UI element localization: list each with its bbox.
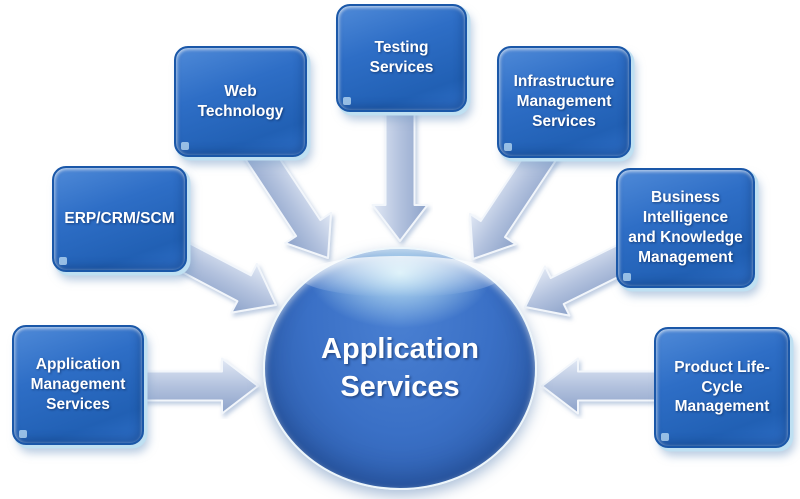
- node-label: Product Life-Cycle Management: [674, 358, 770, 416]
- node-application-management-services: Application Management Services: [12, 325, 144, 445]
- arrow-product-life-cycle-management: [541, 357, 667, 415]
- node-business-intelligence-and-knowledge-management: Business Intelligence and Knowledge Mana…: [616, 168, 755, 288]
- hub-label: Application Services: [321, 332, 479, 403]
- node-label: ERP/CRM/SCM: [64, 210, 175, 228]
- node-web-technology: Web Technology: [174, 46, 307, 157]
- node-label: Business Intelligence and Knowledge Mana…: [628, 189, 743, 266]
- node-label: Testing Services: [369, 39, 434, 76]
- node-testing-services: Testing Services: [336, 4, 467, 112]
- arrow-application-management-services: [137, 357, 259, 415]
- node-label: Infrastructure Management Services: [513, 73, 615, 130]
- node-label: Web Technology: [197, 82, 284, 120]
- arrow-infrastructure-management-services: [469, 137, 562, 260]
- node-label: Application Management Services: [30, 356, 126, 413]
- node-product-life-cycle-management: Product Life-Cycle Management: [654, 327, 790, 448]
- node-infrastructure-management-services: Infrastructure Management Services: [497, 46, 631, 158]
- application-services-hub: Application Services: [263, 247, 537, 490]
- node-erp-crm-scm: ERP/CRM/SCM: [52, 166, 187, 272]
- arrow-testing-services: [371, 103, 429, 242]
